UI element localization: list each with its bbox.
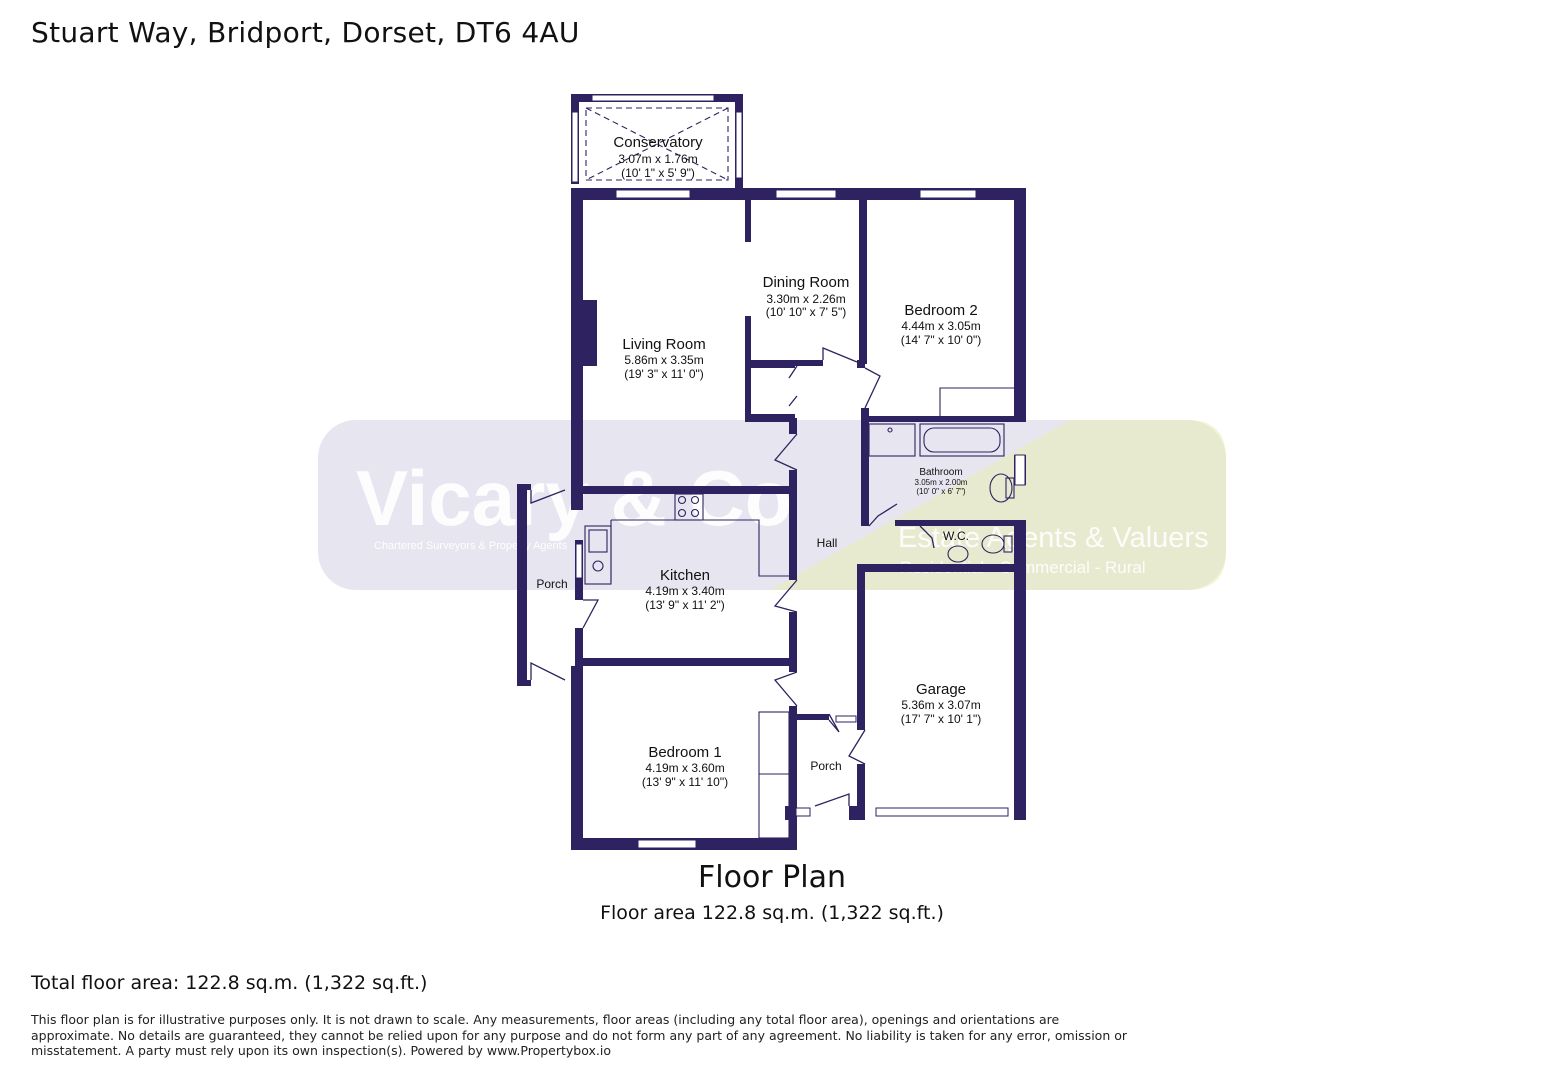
bedroom-2-metric: 4.44m x 3.05m [901, 319, 980, 333]
bedroom-2-imperial: (14' 7" x 10' 0") [901, 333, 981, 347]
kitchen-imperial: (13' 9" x 11' 2") [645, 598, 725, 612]
dining-room-imperial: (10' 10" x 7' 5") [766, 305, 846, 319]
bedroom-1-imperial: (13' 9" x 11' 10") [642, 775, 728, 789]
bedroom-2-name: Bedroom 2 [904, 302, 977, 319]
bathroom-name: Bathroom [919, 467, 962, 478]
garage-imperial: (17' 7" x 10' 1") [901, 712, 981, 726]
room-labels: Conservatory 3.07m x 1.76m (10' 1" x 5' … [536, 134, 981, 789]
bedroom-1-name: Bedroom 1 [648, 744, 721, 761]
disclaimer-text: This floor plan is for illustrative purp… [31, 1012, 1128, 1058]
doors [530, 347, 935, 807]
kitchen-name: Kitchen [660, 567, 710, 584]
porch-west-name: Porch [536, 577, 567, 591]
bedroom-1-metric: 4.19m x 3.60m [645, 761, 724, 775]
dining-room-metric: 3.30m x 2.26m [766, 292, 845, 306]
bathroom-metric: 3.05m x 2.00m [915, 478, 968, 487]
conservatory-name: Conservatory [613, 134, 703, 151]
total-floor-area: Total floor area: 122.8 sq.m. (1,322 sq.… [31, 972, 428, 994]
living-room-metric: 5.86m x 3.35m [624, 353, 703, 367]
kitchen-metric: 4.19m x 3.40m [645, 584, 724, 598]
conservatory-metric: 3.07m x 1.76m [618, 152, 697, 166]
bathroom-imperial: (10' 0" x 6' 7") [916, 487, 966, 496]
garage-metric: 5.36m x 3.07m [901, 698, 980, 712]
living-room-name: Living Room [622, 336, 705, 353]
wc-name: W.C. [943, 529, 969, 543]
fixtures [584, 107, 1015, 839]
garage-name: Garage [916, 681, 966, 698]
floor-plan-area: Floor area 122.8 sq.m. (1,322 sq.ft.) [600, 902, 944, 924]
property-address: Stuart Way, Bridport, Dorset, DT6 4AU [31, 16, 580, 49]
windows [571, 94, 1026, 849]
floor-plan-title: Floor Plan [698, 860, 846, 895]
porch-east-name: Porch [810, 759, 841, 773]
watermark: Vicary & Co Chartered Surveyors & Proper… [318, 420, 1226, 590]
watermark-brand-sub: Chartered Surveyors & Property Agents [374, 540, 568, 552]
dining-room-name: Dining Room [763, 274, 850, 291]
conservatory-imperial: (10' 1" x 5' 9") [621, 166, 695, 180]
living-room-imperial: (19' 3" x 11' 0") [624, 367, 704, 381]
hall-name: Hall [817, 536, 838, 550]
